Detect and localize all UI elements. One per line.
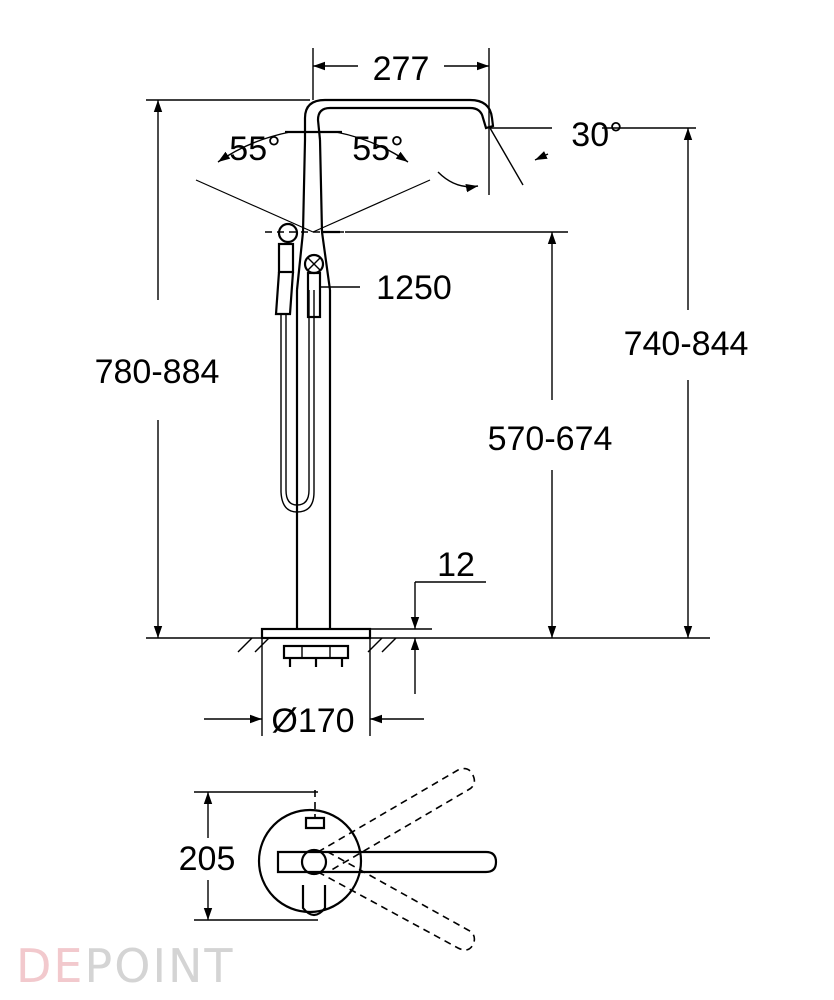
dim-170 xyxy=(204,638,424,736)
watermark-logo: DEPOINT xyxy=(16,939,235,993)
dim-277 xyxy=(312,48,490,195)
mixer-lever xyxy=(303,230,340,319)
plan-lever-swing-up xyxy=(317,767,476,873)
spout-angle-construction xyxy=(437,127,696,193)
hand-shower xyxy=(274,222,315,513)
label-12: 12 xyxy=(437,546,475,584)
dim-570-674 xyxy=(345,231,568,638)
label-1250: 1250 xyxy=(376,269,452,307)
plan-base-circle xyxy=(257,808,363,914)
label-570-674: 570-674 xyxy=(488,420,613,458)
plan-view xyxy=(194,767,498,951)
dimension-labels: 277 55° 55° 30° 1250 780-884 740-844 570… xyxy=(95,50,749,878)
plan-lever xyxy=(276,850,498,874)
swing-angle-lines xyxy=(195,179,431,233)
dim-780-884 xyxy=(146,99,310,638)
plan-spout xyxy=(301,885,327,917)
plan-fitting xyxy=(304,816,326,830)
label-angle-right: 55° xyxy=(352,130,403,168)
label-diameter-170: Ø170 xyxy=(271,702,354,740)
svg-text:DEPOINT: DEPOINT xyxy=(16,939,235,993)
elevation-view xyxy=(146,48,710,736)
label-angle-left: 55° xyxy=(229,130,280,168)
label-277: 277 xyxy=(373,50,430,88)
connection-block xyxy=(282,644,350,667)
label-780-884: 780-884 xyxy=(95,353,220,391)
label-740-844: 740-844 xyxy=(624,325,749,363)
angle-arc-left xyxy=(217,131,291,163)
label-205: 205 xyxy=(179,840,236,878)
base-plate xyxy=(260,627,372,640)
angle-arc-right xyxy=(335,131,409,163)
plan-lever-pivot xyxy=(300,848,328,876)
dim-205 xyxy=(194,791,318,921)
label-30deg: 30° xyxy=(571,116,622,154)
dim-12 xyxy=(370,581,486,694)
